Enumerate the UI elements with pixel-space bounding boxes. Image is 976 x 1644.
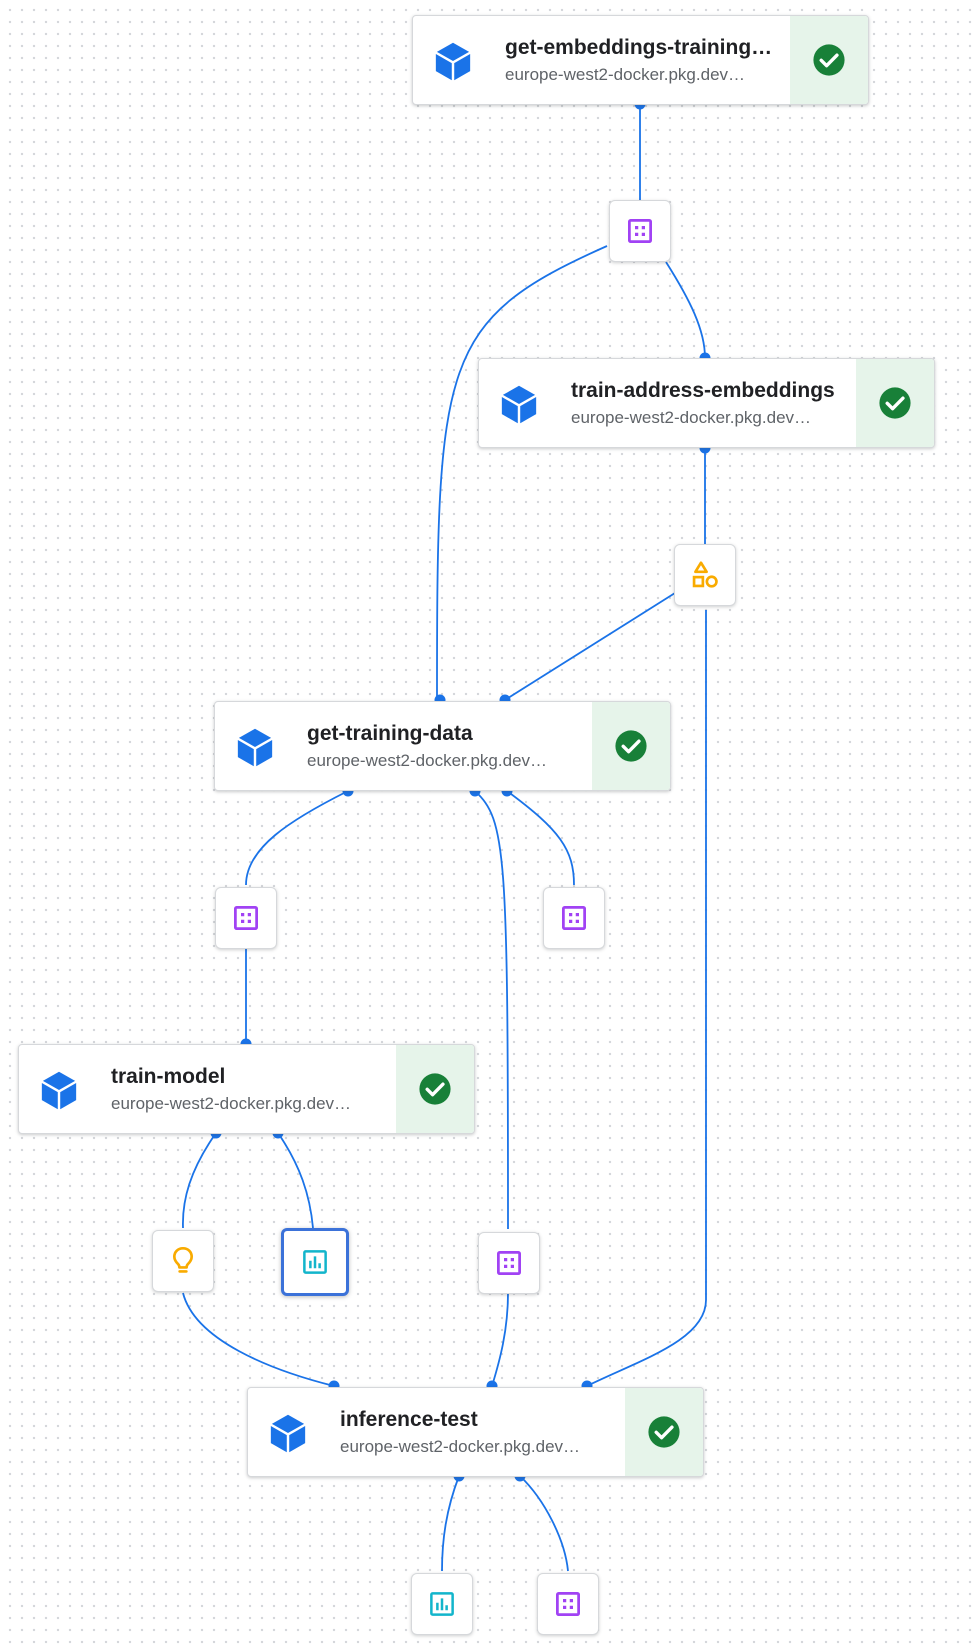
node-image-uri: europe-west2-docker.pkg.dev… [571,408,812,427]
shapes-icon [692,561,718,588]
artifact-dataset[interactable] [543,887,605,949]
node-title: inference-test [340,1408,478,1431]
node-title: get-embeddings-training… [505,36,773,59]
edge [436,245,608,701]
edge [182,1132,217,1229]
edges [182,104,707,1572]
component-cube-icon [270,1414,306,1453]
node-image-uri: europe-west2-docker.pkg.dev… [307,751,548,770]
success-check-icon [813,44,845,76]
node-get-embeddings-training[interactable]: get-embeddings-training… europe-west2-do… [412,15,869,105]
node-image-uri: europe-west2-docker.pkg.dev… [111,1094,352,1113]
edge [245,790,349,886]
edge [506,790,575,886]
node-get-training-data[interactable]: get-training-data europe-west2-docker.pk… [214,701,671,791]
success-check-icon [648,1416,680,1448]
artifact-model[interactable] [152,1230,214,1292]
node-status [625,1388,703,1476]
edge [519,1475,569,1572]
artifact-dataset[interactable] [215,887,277,949]
node-image-uri: europe-west2-docker.pkg.dev… [505,65,746,84]
lightbulb-icon [173,1247,193,1273]
node-train-model[interactable]: train-model europe-west2-docker.pkg.dev… [18,1044,475,1134]
success-check-icon [615,730,647,762]
success-check-icon [879,387,911,419]
node-train-address-embeddings[interactable]: train-address-embeddings europe-west2-do… [478,358,935,448]
node-image-uri: europe-west2-docker.pkg.dev… [340,1437,581,1456]
dataset-icon [562,906,586,930]
component-cube-icon [435,42,471,81]
edge [665,261,706,359]
edge [182,1292,335,1387]
artifact-dataset[interactable] [537,1573,599,1635]
edge [491,1292,509,1387]
node-status [790,16,868,104]
metrics-icon [303,1250,327,1274]
node-title: train-model [111,1065,226,1088]
artifact-dataset[interactable] [478,1232,540,1294]
artifact-metrics[interactable] [411,1573,473,1635]
artifact-dataset[interactable] [609,200,671,262]
dataset-icon [234,906,258,930]
component-cube-icon [41,1071,77,1110]
node-title: get-training-data [307,722,473,745]
edge [586,610,707,1387]
metrics-icon [430,1592,454,1616]
success-check-icon [419,1073,451,1105]
component-cube-icon [501,385,537,424]
edge [441,1475,460,1572]
node-status [592,702,670,790]
node-status [856,359,934,447]
node-inference-test[interactable]: inference-test europe-west2-docker.pkg.d… [247,1387,704,1477]
edge [504,592,676,701]
dataset-icon [556,1592,580,1616]
dataset-icon [497,1251,521,1275]
dataset-icon [628,219,652,243]
component-cube-icon [237,728,273,767]
node-title: train-address-embeddings [571,379,835,402]
artifact-generic[interactable] [674,544,736,606]
node-status [396,1045,474,1133]
edge [474,790,509,1230]
artifact-metrics-selected[interactable] [281,1228,349,1296]
edge [277,1132,314,1229]
